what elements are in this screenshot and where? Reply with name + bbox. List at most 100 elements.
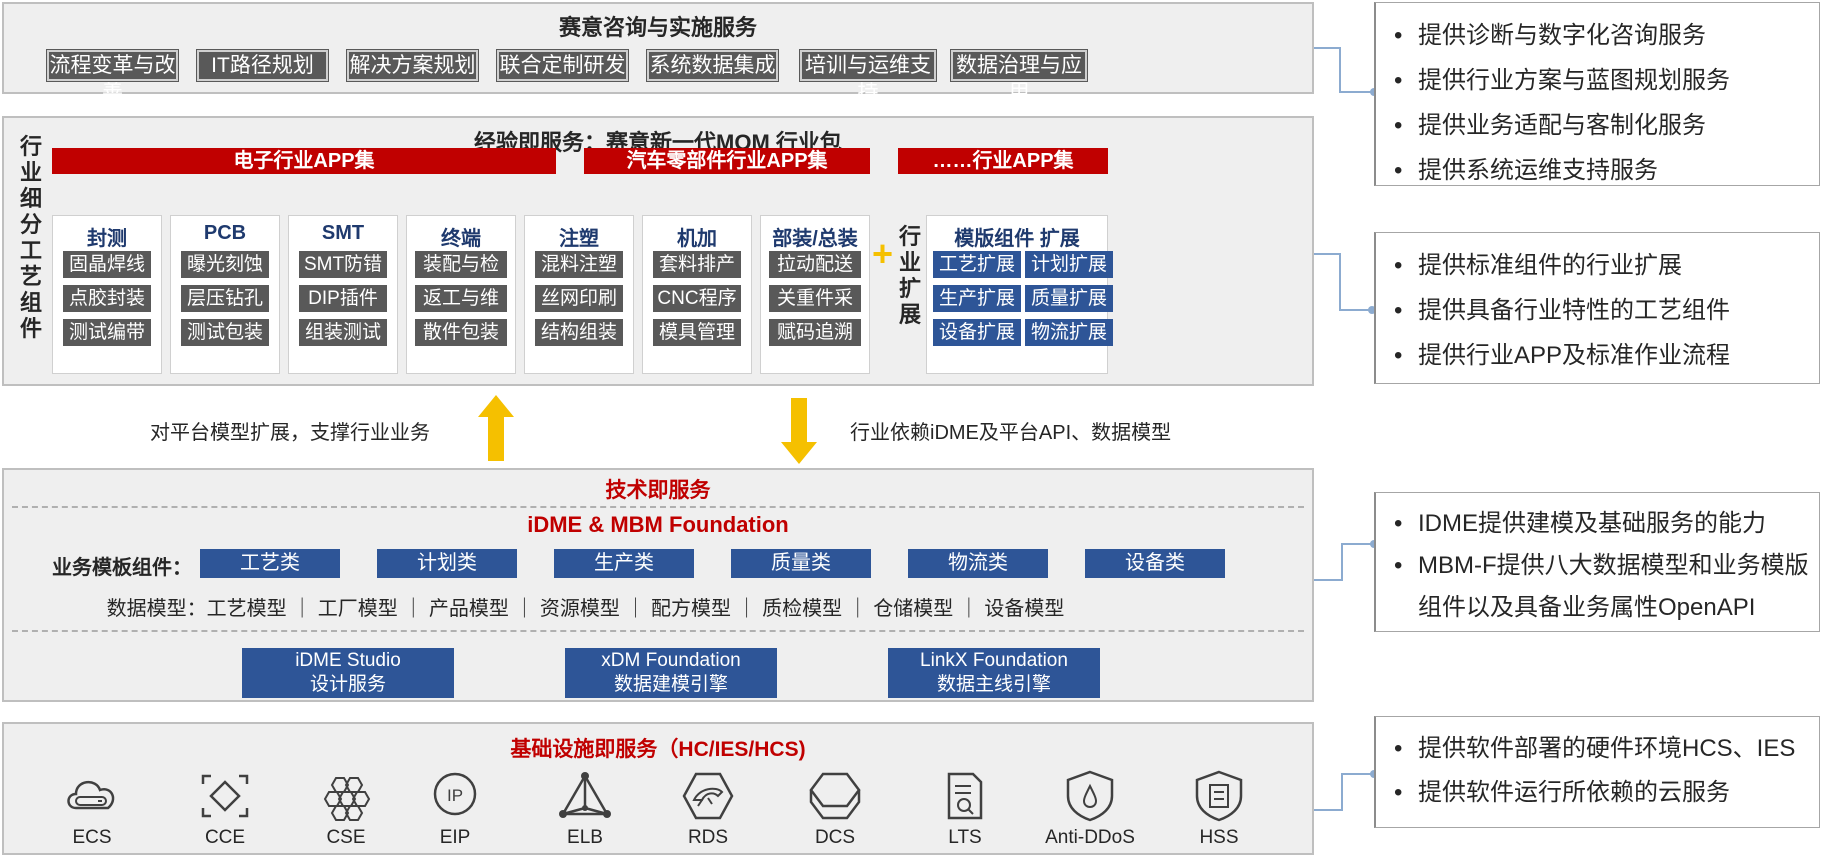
card-item: 点胶封装 [63, 285, 151, 312]
ext-item: 质量扩展 [1025, 285, 1113, 312]
infra-title: 基础设施即服务（HC/IES/HCS) [510, 738, 806, 761]
note-item: •提供业务适配与客制化服务 [1394, 112, 1706, 139]
ecs-icon [67, 781, 115, 810]
card-item: DIP插件 [299, 285, 387, 312]
infra-label: EIP [439, 827, 471, 848]
note-item: •MBM-F提供八大数据模型和业务模版组件以及具备业务属性OpenAPI [1394, 552, 1809, 621]
card-item: CNC程序 [653, 285, 741, 312]
consulting-item: 流程变革与改善 [46, 49, 179, 104]
ext-item: 设备扩展 [933, 319, 1021, 346]
ext-item: 物流扩展 [1025, 319, 1113, 346]
card-item: 层压钻孔 [181, 285, 269, 312]
elb-icon [559, 772, 611, 818]
note-item: •提供软件部署的硬件环境HCS、IES [1394, 735, 1796, 762]
anti-ddos-icon [1066, 770, 1114, 822]
app-card-injection: 注塑 混料注塑 丝网印刷 结构组装 [524, 215, 634, 374]
card-title: 部装/总装 [772, 228, 858, 250]
card-title: 机加 [677, 228, 717, 250]
plus-icon: + [872, 233, 894, 274]
hss-icon [1195, 770, 1243, 822]
infrastructure-panel: 基础设施即服务（HC/IES/HCS) ECS CCE CSE IP EIP [2, 722, 1314, 855]
template-item: 生产类 [554, 549, 694, 578]
card-item: 散件包装 [415, 319, 507, 346]
consulting-item: 联合定制研发 [496, 49, 629, 82]
divider [12, 630, 1304, 632]
industry-segment-label: 行 业 细 分 工 艺 组 件 [19, 134, 42, 341]
app-card-assembly: 部装/总装 拉动配送 关重件采集 赋码追溯 [760, 215, 870, 374]
note-item: •提供系统运维支持服务 [1394, 157, 1658, 184]
note-item: •提供行业方案与蓝图规划服务 [1394, 67, 1730, 94]
eip-icon: IP [433, 772, 477, 816]
note-item: •提供诊断与数字化咨询服务 [1394, 22, 1706, 49]
rds-icon [682, 772, 734, 820]
card-title: PCB [203, 222, 247, 244]
up-arrow-icon [478, 395, 514, 461]
lts-icon [947, 772, 983, 820]
industry-extension-label: 行 业 扩 展 [898, 224, 921, 327]
infra-label: Anti-DDoS [1045, 827, 1135, 848]
note-infra: •提供软件部署的硬件环境HCS、IES •提供软件运行所依赖的云服务 [1374, 716, 1820, 828]
electronics-app-bar: 电子行业APP集 [52, 148, 556, 174]
card-item: 测试包装 [181, 319, 269, 346]
note-item: •提供具备行业特性的工艺组件 [1394, 297, 1730, 324]
card-title: SMT [321, 222, 365, 244]
note-item: •提供行业APP及标准作业流程 [1394, 342, 1731, 369]
card-item: 固晶焊线 [63, 251, 151, 278]
card-item: 装配与检测 [415, 251, 507, 302]
card-item: SMT防错 [299, 251, 387, 278]
template-item: 计划类 [377, 549, 517, 578]
infra-label: HSS [1199, 827, 1239, 848]
cse-icon [323, 777, 371, 821]
industry-package-panel: 经验即服务：赛意新一代MOM 行业包 行 业 细 分 工 艺 组 件 电子行业A… [2, 116, 1314, 386]
card-item: 曝光刻蚀 [181, 251, 269, 278]
infra-label: RDS [687, 827, 729, 848]
ext-item: 计划扩展 [1025, 251, 1113, 278]
idme-studio-box: iDME Studio 设计服务 [242, 648, 454, 698]
card-item: 模具管理 [653, 319, 741, 346]
consulting-item: 解决方案规划 [346, 49, 479, 82]
xdm-foundation-box: xDM Foundation 数据建模引擎 [565, 648, 777, 698]
card-title: 模版组件 扩展 [954, 228, 1080, 250]
card-item: 组装测试 [299, 319, 387, 346]
template-item: 物流类 [908, 549, 1048, 578]
data-model-row: 数据模型：工艺模型 ｜ 工厂模型 ｜ 产品模型 ｜ 资源模型 ｜ 配方模型 ｜ … [106, 598, 1065, 620]
infra-label: CCE [204, 827, 246, 848]
consulting-item: 培训与运维支持 [799, 49, 937, 104]
infra-label: ECS [72, 827, 112, 848]
app-card-smt: SMT SMT防错 DIP插件 组装测试 [288, 215, 398, 374]
app-card-terminal: 终端 装配与检测 返工与维修 散件包装 [406, 215, 516, 374]
divider [12, 506, 1304, 508]
linkx-foundation-box: LinkX Foundation 数据主线引擎 [888, 648, 1100, 698]
auto-parts-app-bar: 汽车零部件行业APP集 [584, 148, 870, 174]
note-item: •提供标准组件的行业扩展 [1394, 252, 1682, 279]
app-card-pcb: PCB 曝光刻蚀 层压钻孔 测试包装 [170, 215, 280, 374]
connector-line [1314, 253, 1376, 314]
foundation-title: iDME & MBM Foundation [527, 512, 789, 537]
note-tech: •IDME提供建模及基础服务的能力 •MBM-F提供八大数据模型和业务模版组件以… [1374, 492, 1820, 632]
card-item: 赋码追溯 [769, 319, 861, 346]
card-item: 结构组装 [535, 319, 623, 346]
up-arrow-caption: 对平台模型扩展，支撑行业业务 [150, 422, 430, 444]
card-item: 关重件采集 [769, 285, 861, 336]
card-item: 套料排产 [653, 251, 741, 278]
template-item: 质量类 [731, 549, 871, 578]
dcs-icon [809, 772, 861, 820]
card-title: 注塑 [559, 228, 599, 250]
connector-line [1314, 770, 1376, 811]
connector-line [1314, 540, 1376, 581]
app-card-packaging-test: 封测 固晶焊线 点胶封装 测试编带 [52, 215, 162, 374]
consulting-item: 数据治理与应用 [950, 49, 1088, 104]
infra-label: DCS [814, 827, 856, 848]
infra-label: ELB [567, 827, 603, 848]
down-arrow-icon [781, 398, 817, 464]
ext-item: 生产扩展 [933, 285, 1021, 312]
note-item: •提供软件运行所依赖的云服务 [1394, 779, 1730, 806]
cce-icon [201, 774, 249, 818]
note-package: •提供标准组件的行业扩展 •提供具备行业特性的工艺组件 •提供行业APP及标准作… [1374, 232, 1820, 384]
tech-title: 技术即服务 [605, 479, 711, 502]
card-item: 测试编带 [63, 319, 151, 346]
other-industry-app-bar: ……行业APP集 [898, 148, 1108, 174]
app-card-machining: 机加 套料排产 CNC程序 模具管理 [642, 215, 752, 374]
infra-label: CSE [326, 827, 366, 848]
card-item: 拉动配送 [769, 251, 861, 278]
